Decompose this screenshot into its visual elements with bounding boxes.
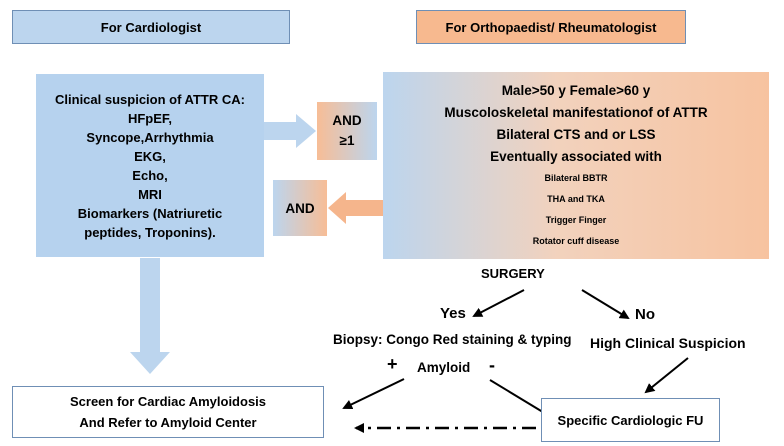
- specific-fu-label: Specific Cardiologic FU: [557, 412, 704, 428]
- and-label: AND: [285, 200, 315, 216]
- cardio-line: Syncope,Arrhythmia: [86, 129, 214, 145]
- cardio-criteria-box: Clinical suspicion of ATTR CA: HFpEF, Sy…: [36, 74, 264, 257]
- ortho-main-line: Male>50 y Female>60 y: [501, 82, 651, 98]
- cardio-line: HFpEF,: [127, 110, 173, 126]
- screen-line1: Screen for Cardiac Amyloidosis: [69, 394, 267, 409]
- no-label: No: [635, 306, 655, 323]
- cardio-line: Echo,: [132, 167, 168, 183]
- cardio-line: peptides, Troponins).: [84, 224, 216, 240]
- high-suspicion-label: High Clinical Suspicion: [590, 335, 746, 351]
- arrow-cardio-to-and: [262, 114, 316, 148]
- and-ge1-line2: ≥1: [339, 133, 355, 148]
- yes-label: Yes: [440, 305, 466, 322]
- header-cardiologist-label: For Cardiologist: [100, 19, 202, 35]
- minus-sign: -: [489, 355, 495, 375]
- and-ge1-connector: AND ≥1: [317, 102, 377, 160]
- cardio-line: Biomarkers (Natriuretic: [77, 205, 223, 221]
- header-orthopaedist-label: For Orthopaedist/ Rheumatologist: [445, 19, 657, 35]
- arrow-surgery-yes: [472, 289, 525, 317]
- arrow-surgery-no: [581, 289, 630, 320]
- arrow-ortho-to-and: [328, 192, 383, 224]
- arrow-suspicion-fu: [644, 357, 689, 394]
- header-orthopaedist: For Orthopaedist/ Rheumatologist: [416, 10, 686, 44]
- specific-fu-box: Specific Cardiologic FU: [541, 398, 720, 442]
- ortho-main-line: Eventually associated with: [490, 148, 662, 164]
- screen-refer-box: Screen for Cardiac Amyloidosis And Refer…: [12, 386, 324, 438]
- biopsy-label: Biopsy: Congo Red staining & typing: [333, 332, 572, 347]
- arrow-cardio-down: [130, 258, 170, 374]
- amyloid-label: Amyloid: [417, 360, 471, 375]
- ortho-sub-line: Bilateral BBTR: [544, 172, 608, 183]
- arrow-plus-screen: [342, 378, 405, 410]
- and-ge1-line1: AND: [332, 113, 362, 128]
- screen-line2: And Refer to Amyloid Center: [79, 415, 257, 430]
- cardio-line: Clinical suspicion of ATTR CA:: [55, 91, 245, 107]
- plus-sign: +: [387, 354, 398, 374]
- ortho-sub-line: Trigger Finger: [545, 214, 607, 225]
- ortho-criteria-box: Male>50 y Female>60 y Muscoloskeletal ma…: [383, 72, 769, 259]
- ortho-sub-line: THA and TKA: [547, 193, 605, 204]
- ortho-main-line: Bilateral CTS and or LSS: [496, 126, 656, 142]
- ortho-main-line: Muscoloskeletal manifestationof of ATTR: [444, 104, 708, 120]
- ortho-sub-line: Rotator cuff disease: [532, 235, 620, 246]
- cardio-line: EKG,: [134, 148, 166, 164]
- header-cardiologist: For Cardiologist: [12, 10, 290, 44]
- surgery-label: SURGERY: [481, 266, 545, 281]
- and-connector: AND: [273, 180, 327, 236]
- cardio-line: MRI: [138, 186, 162, 202]
